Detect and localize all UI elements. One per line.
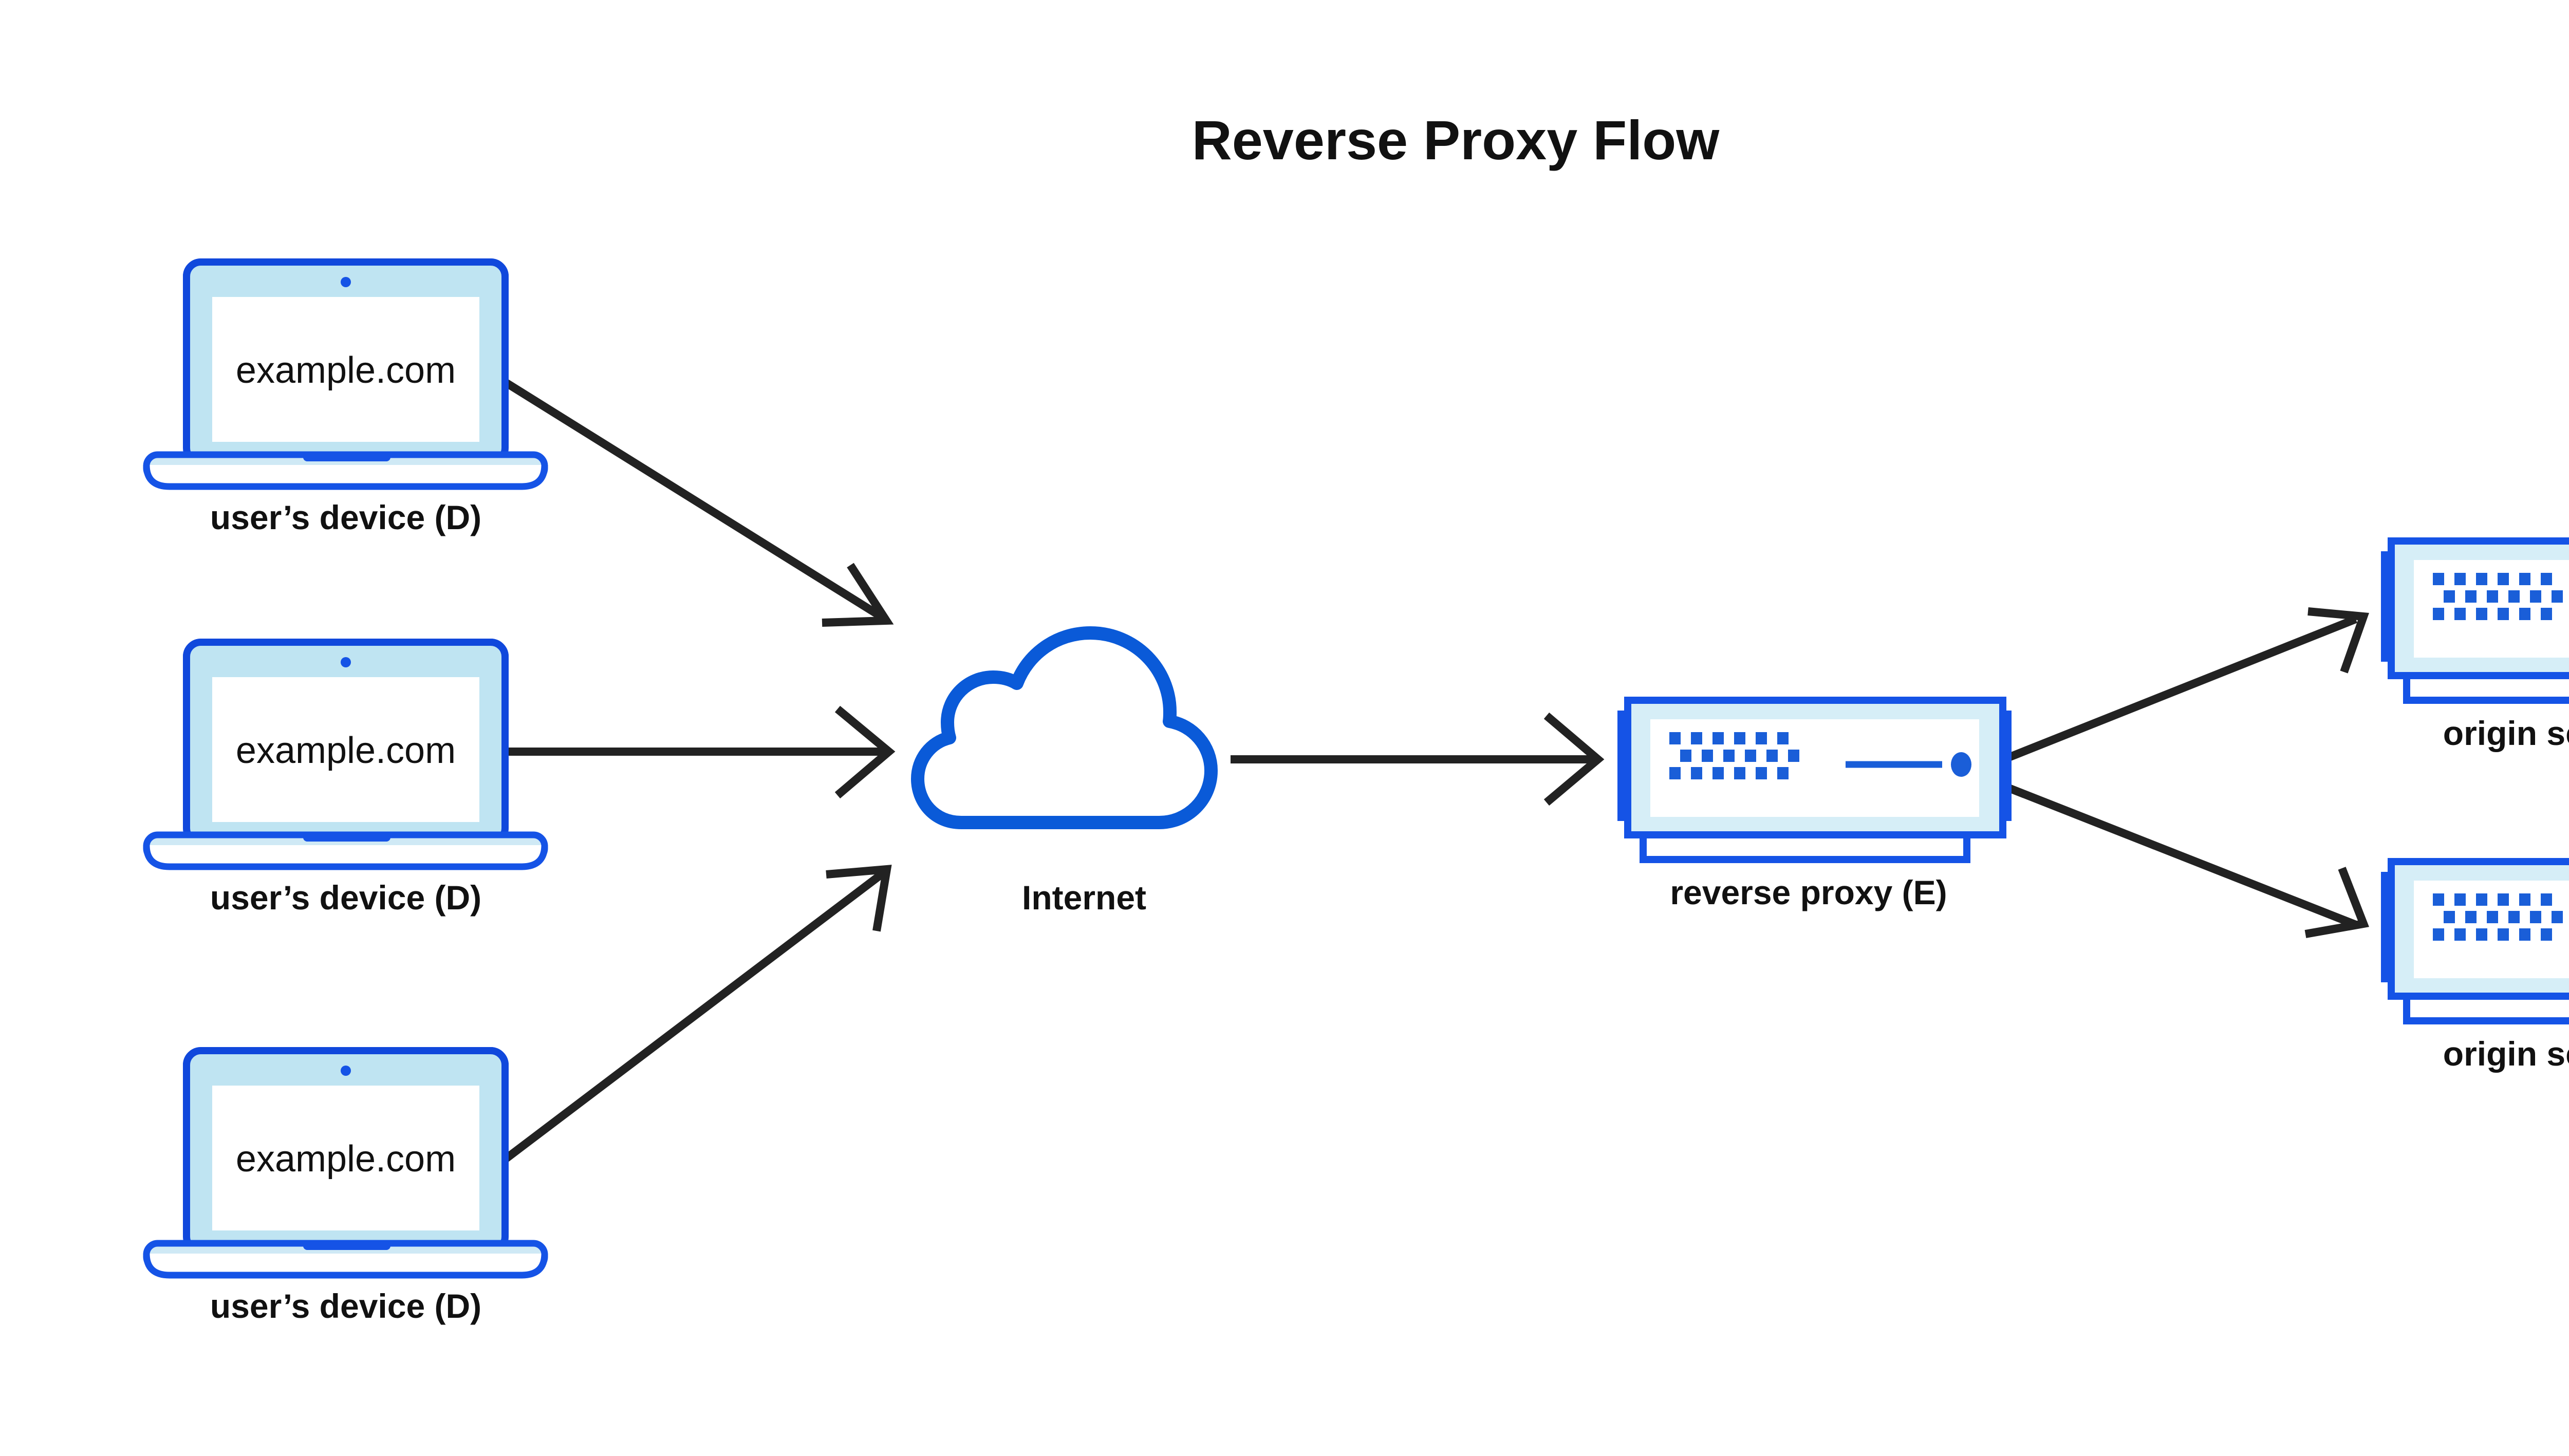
- arrow-head-icon: [1543, 712, 1605, 806]
- device-label: user’s device (D): [210, 1287, 481, 1325]
- server-label: origin server (F): [2443, 714, 2569, 752]
- arrow-shaft: [2002, 615, 2357, 763]
- cloud-icon: [911, 626, 1218, 829]
- node-device-bottom[interactable]: example.com user’s device (D): [143, 1047, 548, 1325]
- server-front-panel: [1650, 719, 1979, 817]
- arrow-head-icon: [826, 865, 892, 932]
- laptop-camera-icon: [341, 657, 351, 667]
- laptop-screen: [212, 677, 479, 822]
- edge-device-bottom-to-cloud: [504, 865, 892, 1162]
- laptop-camera-icon: [341, 1066, 351, 1076]
- node-device-top[interactable]: example.com user’s device (D): [143, 258, 548, 536]
- laptop-base-front: [143, 464, 548, 490]
- laptop-icon: [143, 1047, 548, 1279]
- cloud-shape: [911, 626, 1218, 829]
- server-vent-grid: [1669, 732, 1799, 779]
- laptop-base-front: [143, 1253, 548, 1279]
- arrow-shaft: [504, 870, 885, 1162]
- server-icon: [2381, 858, 2569, 1024]
- cloud-label: Internet: [1022, 879, 1146, 917]
- server-icon: [1617, 697, 2012, 863]
- server-vent-grid: [2433, 893, 2563, 941]
- node-origin-server-bottom[interactable]: origin server (F): [2381, 858, 2569, 1073]
- server-icon: [2381, 537, 2569, 704]
- node-internet-cloud[interactable]: Internet: [911, 626, 1218, 917]
- server-label: reverse proxy (E): [1670, 873, 1947, 911]
- edge-proxy-to-origin-bottom: [2002, 782, 2369, 938]
- server-status-led-icon: [1951, 752, 1971, 777]
- arrow-head-icon: [834, 705, 896, 799]
- arrow-shaft: [504, 379, 885, 621]
- node-device-middle[interactable]: example.com user’s device (D): [143, 639, 548, 917]
- laptop-base-front: [143, 845, 548, 870]
- laptop-screen: [212, 297, 479, 442]
- laptop-notch: [303, 1241, 390, 1250]
- node-reverse-proxy[interactable]: reverse proxy (E): [1617, 697, 2012, 911]
- edge-device-middle-to-cloud: [506, 705, 896, 799]
- arrow-shaft: [2002, 782, 2357, 929]
- device-label: user’s device (D): [210, 879, 481, 917]
- arrow-head-icon: [822, 563, 894, 627]
- device-label: user’s device (D): [210, 498, 481, 536]
- page-title: Reverse Proxy Flow: [1192, 109, 1720, 171]
- edge-proxy-to-origin-top: [2002, 607, 2369, 763]
- edge-cloud-to-proxy: [1231, 712, 1605, 806]
- device-screen-text: example.com: [236, 730, 456, 771]
- laptop-icon: [143, 639, 548, 870]
- device-screen-text: example.com: [236, 1138, 456, 1180]
- laptop-screen: [212, 1086, 479, 1230]
- edge-device-top-to-cloud: [504, 379, 894, 627]
- device-screen-text: example.com: [236, 350, 456, 391]
- node-origin-server-top[interactable]: origin server (F): [2381, 537, 2569, 752]
- arrow-head-icon: [2304, 867, 2369, 938]
- server-vent-grid: [2433, 573, 2563, 620]
- laptop-camera-icon: [341, 277, 351, 287]
- laptop-icon: [143, 258, 548, 490]
- laptop-notch: [303, 452, 390, 461]
- laptop-notch: [303, 832, 390, 842]
- server-label: origin server (F): [2443, 1035, 2569, 1073]
- arrow-head-icon: [2307, 607, 2369, 674]
